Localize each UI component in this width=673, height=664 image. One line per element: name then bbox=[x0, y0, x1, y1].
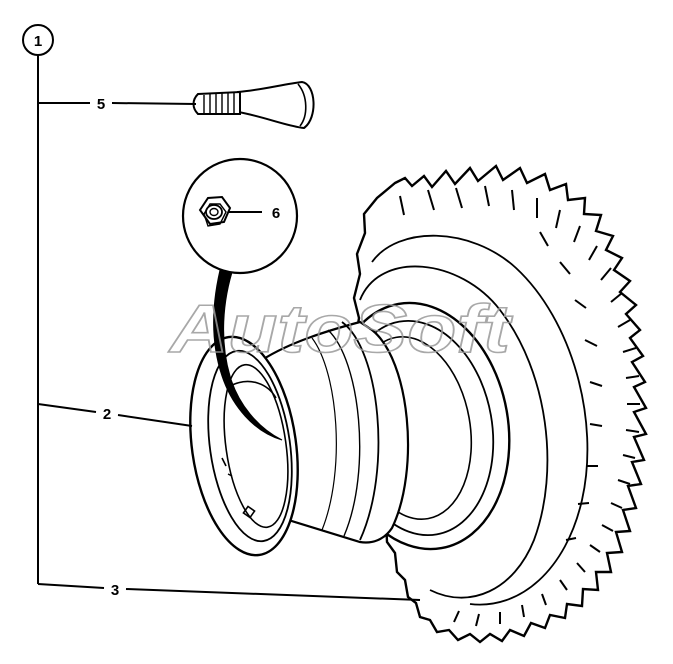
callout-label-2: 2 bbox=[103, 406, 111, 423]
wheel-rim bbox=[189, 301, 511, 557]
valve-stem bbox=[192, 80, 315, 130]
detail-bubble-circle bbox=[181, 157, 299, 275]
callout-label-3: 3 bbox=[111, 582, 119, 599]
callout-label-6: 6 bbox=[272, 205, 280, 222]
autosoft-watermark: AutoSoft bbox=[168, 291, 513, 367]
assembly-marker-label: 1 bbox=[34, 33, 42, 50]
detail-leader-swoosh bbox=[213, 261, 283, 441]
callout-label-5: 5 bbox=[97, 96, 105, 113]
tire-bead-contour bbox=[359, 265, 549, 599]
valve-stem-body bbox=[237, 80, 315, 130]
nut-detail-bubble bbox=[181, 157, 299, 441]
tire-sidewall-contour bbox=[371, 234, 589, 606]
valve-stem-cap bbox=[192, 90, 241, 115]
callout-lines bbox=[22, 24, 421, 601]
